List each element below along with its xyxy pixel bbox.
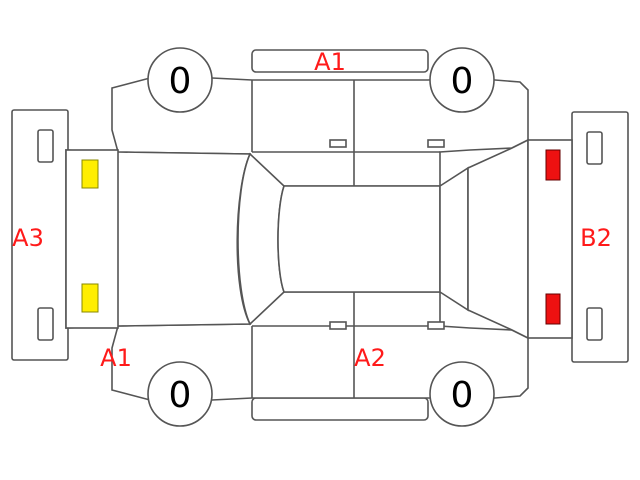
right-doors	[251, 80, 445, 186]
door-handle	[329, 139, 347, 148]
damage-code-front-left-fender: A1	[100, 344, 132, 372]
rear-bumper-panel	[571, 111, 629, 363]
door-handle	[427, 321, 445, 330]
tire-rear-left: 0	[429, 361, 495, 427]
headlight-left	[81, 283, 99, 313]
bottom-side-rail	[251, 397, 429, 421]
tire-tread-value: 0	[169, 61, 192, 102]
damage-code-front-bumper: A3	[12, 224, 44, 252]
top-side-rail	[251, 49, 429, 73]
damage-code-left-rear-door: A2	[354, 344, 386, 372]
tire-front-right: 0	[147, 47, 213, 113]
headlight-right	[81, 159, 99, 189]
taillight-left	[545, 293, 561, 325]
roof-panel	[277, 185, 441, 293]
damage-code-rear-bumper: B2	[580, 224, 612, 252]
damage-code-roof-right: A1	[314, 48, 346, 76]
door-handle	[329, 321, 347, 330]
trunk-lid	[467, 138, 529, 340]
tire-rear-right: 0	[429, 47, 495, 113]
tire-front-left: 0	[147, 361, 213, 427]
windshield	[237, 152, 285, 326]
door-handle	[427, 139, 445, 148]
tire-tread-value: 0	[451, 375, 474, 416]
taillight-right	[545, 149, 561, 181]
tire-tread-value: 0	[169, 375, 192, 416]
rear-window	[439, 166, 469, 312]
tire-tread-value: 0	[451, 61, 474, 102]
left-doors	[251, 292, 445, 398]
